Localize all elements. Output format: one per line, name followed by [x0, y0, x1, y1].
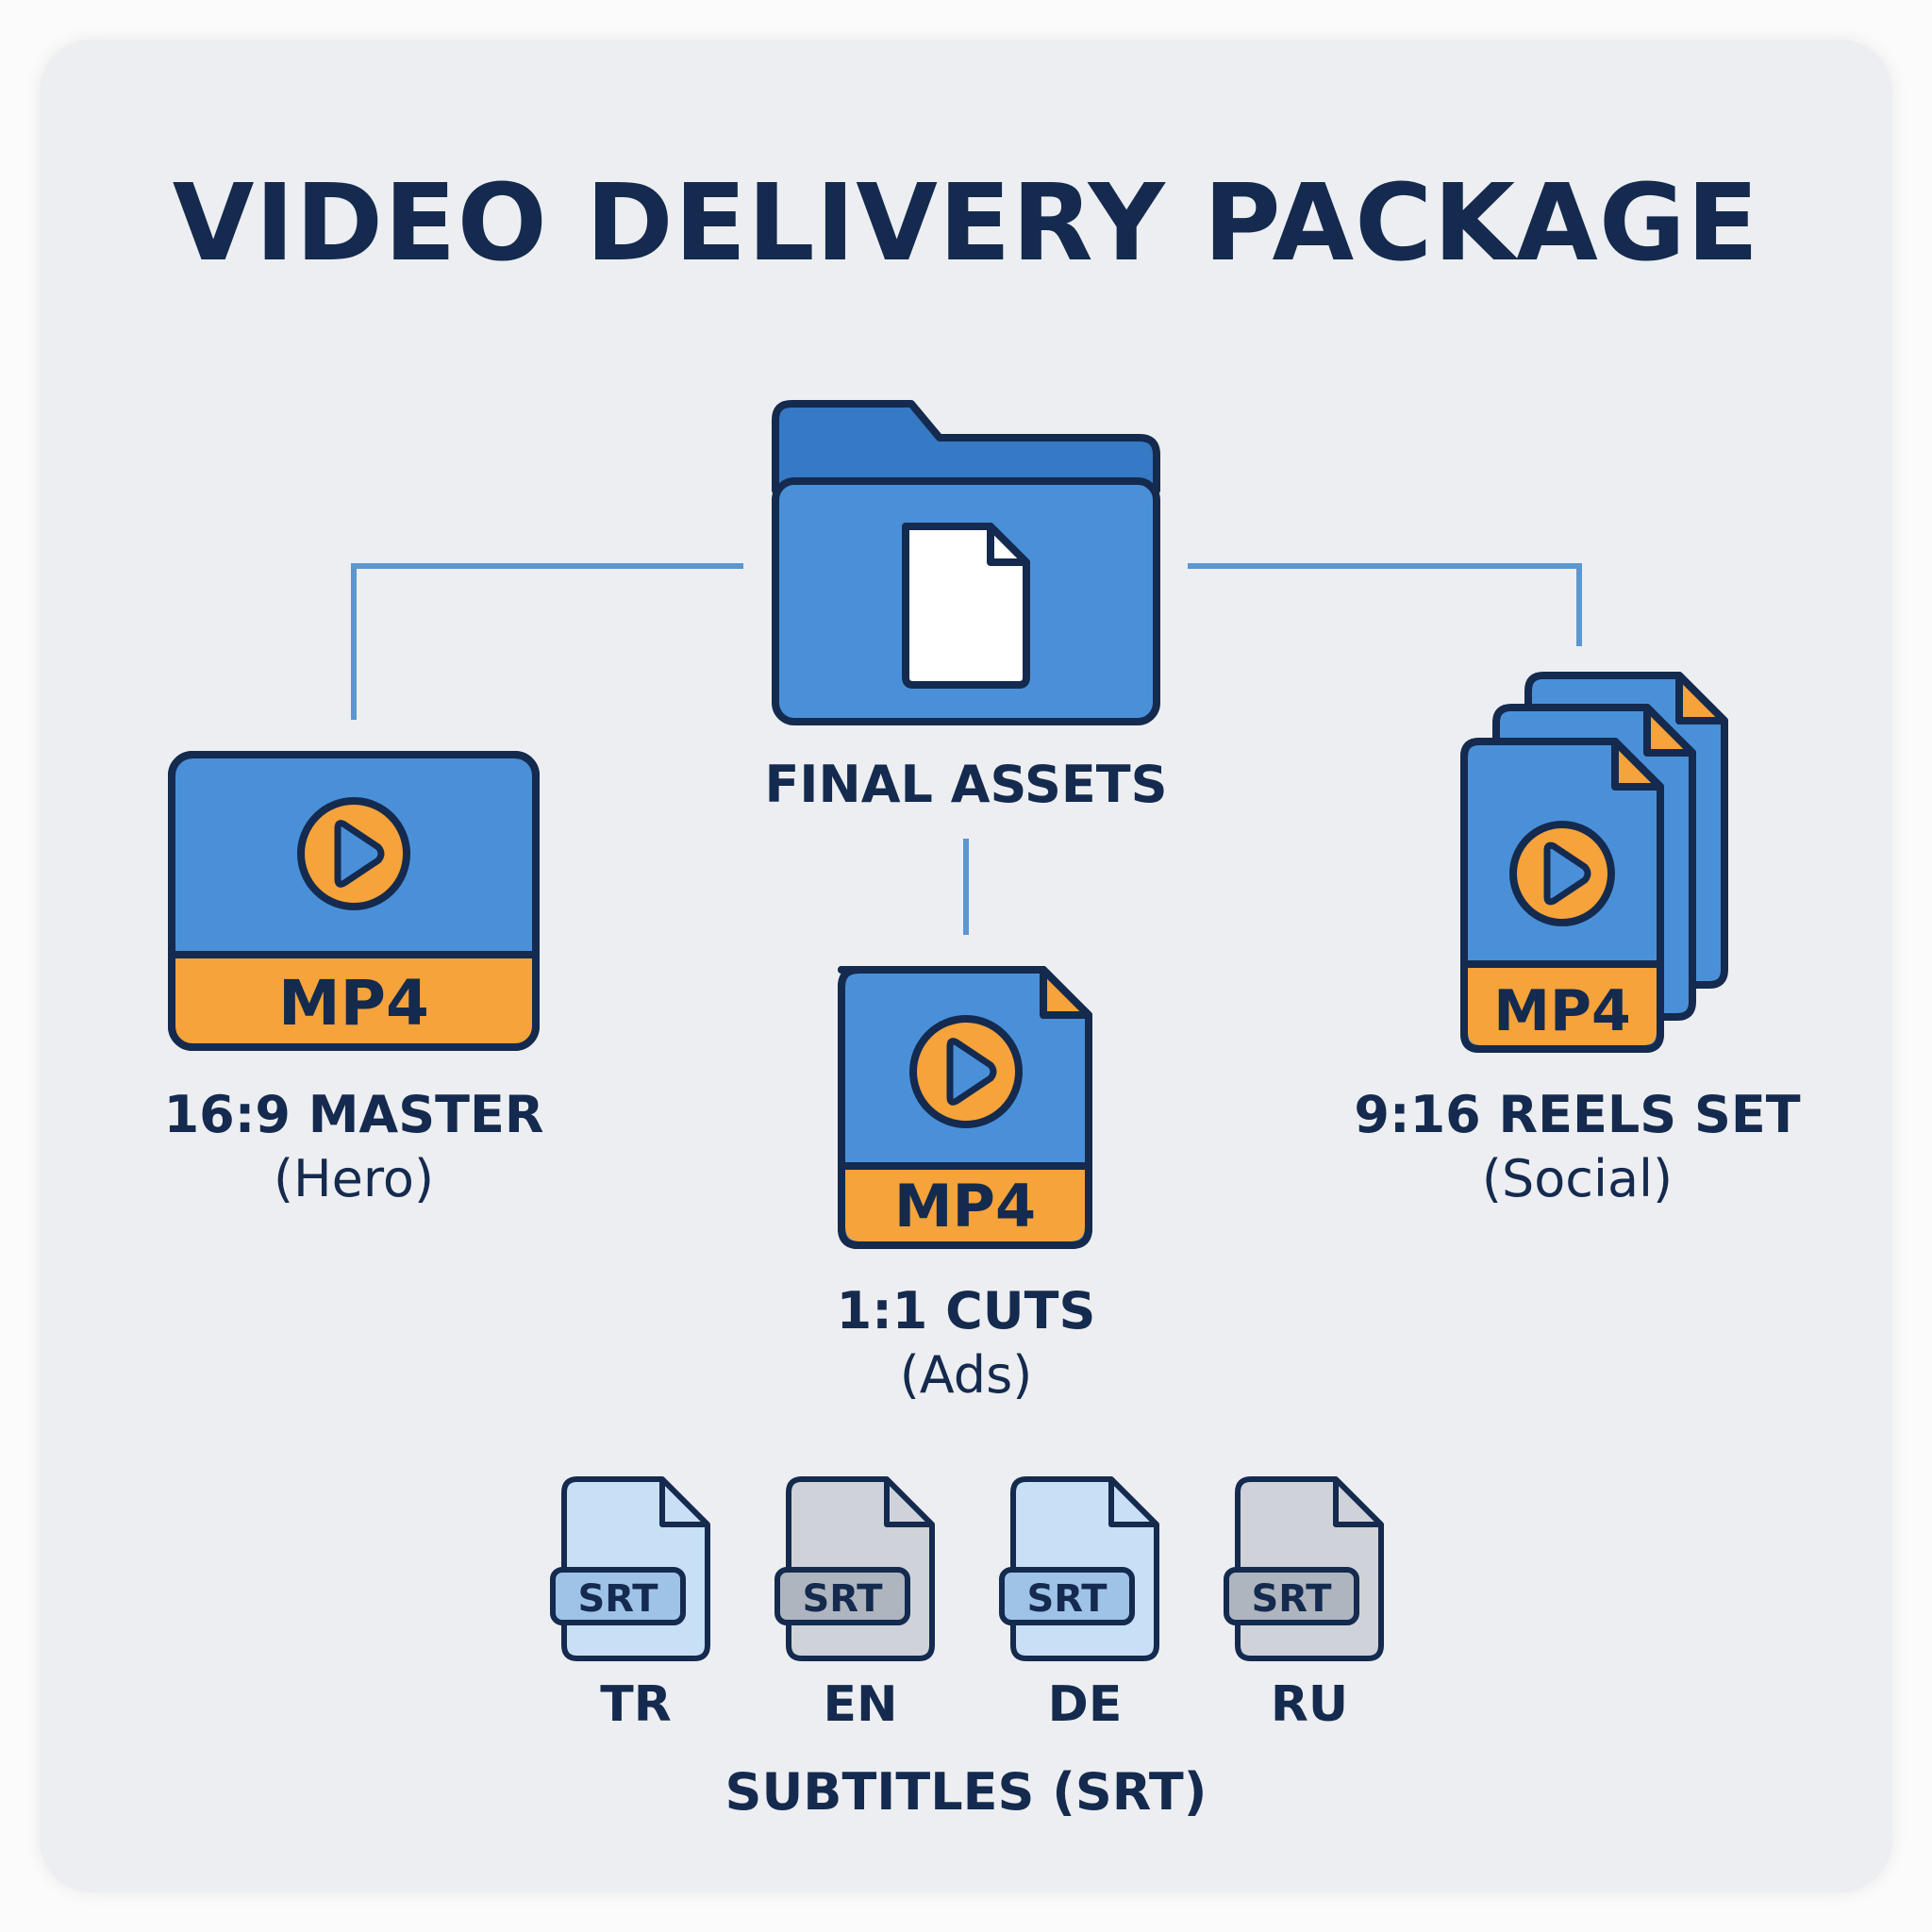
subtitle-lang-tr: TR	[600, 1676, 672, 1733]
master-label: 16:9 MASTER	[163, 1085, 544, 1144]
subtitle-lang-de: DE	[1047, 1676, 1123, 1733]
cuts-sublabel: (Ads)	[899, 1345, 1033, 1405]
srt-tag: SRT	[802, 1577, 883, 1621]
srt-file-en-icon: SRT	[774, 1476, 935, 1661]
subtitles-group-label: SUBTITLES (SRT)	[724, 1762, 1208, 1822]
connector-master	[351, 563, 743, 720]
reels-sublabel: (Social)	[1481, 1149, 1674, 1208]
subtitle-lang-ru: RU	[1270, 1676, 1349, 1733]
folder-icon	[772, 400, 1160, 725]
master-sublabel: (Hero)	[273, 1149, 435, 1208]
connector-reels	[1188, 563, 1582, 646]
subtitle-lang-en: EN	[823, 1676, 898, 1733]
mp4-reels-stack-icon: MP4	[1460, 672, 1728, 1053]
mp4-master-icon: MP4	[168, 751, 540, 1051]
mp4-cuts-icon: MP4	[838, 966, 1092, 1249]
format-tag: MP4	[894, 1172, 1036, 1241]
format-tag: MP4	[1493, 978, 1630, 1044]
srt-tag: SRT	[1251, 1577, 1332, 1621]
srt-tag: SRT	[1026, 1577, 1108, 1621]
root-folder-label: FINAL ASSETS	[764, 755, 1168, 814]
srt-file-de-icon: SRT	[999, 1476, 1159, 1661]
srt-file-tr-icon: SRT	[550, 1476, 710, 1661]
reels-label: 9:16 REELS SET	[1354, 1085, 1801, 1144]
connectors	[351, 563, 1582, 935]
format-tag: MP4	[278, 967, 429, 1040]
srt-tag: SRT	[577, 1577, 658, 1621]
diagram-title: VIDEO DELIVERY PACKAGE	[172, 162, 1760, 285]
cuts-label: 1:1 CUTS	[836, 1281, 1096, 1341]
srt-file-ru-icon: SRT	[1224, 1476, 1384, 1661]
